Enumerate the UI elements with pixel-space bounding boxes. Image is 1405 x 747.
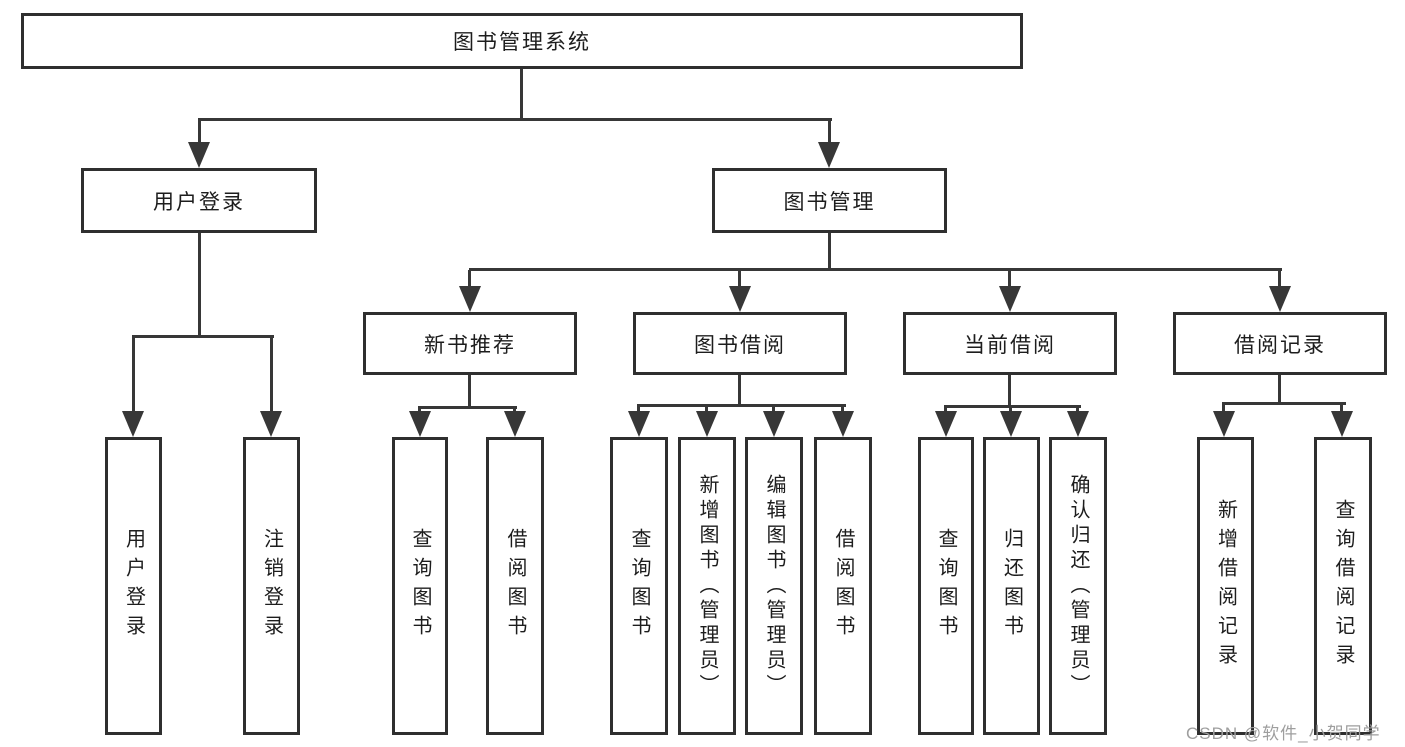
- node-user-login: 用户登录: [81, 168, 317, 233]
- arrowhead-logout-leaf: [260, 411, 282, 437]
- leaf-label: 确认归还（管理员）: [1067, 473, 1089, 699]
- edge-stub-leaf: [1222, 404, 1225, 414]
- arrowhead-leaf: [763, 411, 785, 437]
- leaf-add-borrow-record: 新增借阅记录: [1197, 437, 1254, 735]
- leaf-label: 编辑图书（管理员）: [763, 473, 785, 699]
- leaf-return-books: 归还图书: [983, 437, 1040, 735]
- node-system-root: 图书管理系统: [21, 13, 1023, 69]
- leaf-query-books-current: 查询图书: [918, 437, 974, 735]
- leaf-label: 新增借阅记录: [1214, 499, 1237, 673]
- edge-borrowrecords-hline: [1222, 402, 1346, 405]
- leaf-query-borrow-record: 查询借阅记录: [1314, 437, 1372, 735]
- node-current-borrowing: 当前借阅: [903, 312, 1117, 375]
- edge-newbooks-vline: [468, 375, 471, 409]
- arrowhead-book-borrow: [729, 286, 751, 312]
- edge-bookborrow-hline: [637, 404, 846, 407]
- arrowhead-leaf: [628, 411, 650, 437]
- edge-userlogin-vline: [198, 233, 201, 338]
- edge-stub-borrow-records: [1278, 270, 1281, 288]
- edge-stub-new-books: [468, 270, 471, 288]
- edge-stub-logout-leaf: [270, 337, 273, 415]
- leaf-label: 借阅图书: [832, 528, 854, 644]
- leaf-borrow-books-recommend: 借阅图书: [486, 437, 544, 735]
- leaf-label: 查询图书: [628, 528, 650, 644]
- edge-userlogin-hline: [132, 335, 274, 338]
- node-new-book-recommend: 新书推荐: [363, 312, 577, 375]
- edge-currentborrow-hline: [944, 405, 1081, 408]
- edge-stub-user-login: [198, 120, 201, 146]
- arrowhead-leaf: [1067, 411, 1089, 437]
- leaf-label: 查询借阅记录: [1332, 499, 1354, 673]
- node-label: 图书管理: [783, 190, 876, 214]
- arrowhead-leaf: [1331, 411, 1353, 437]
- edge-stub-book-borrow: [738, 270, 741, 288]
- node-label: 借阅记录: [1234, 333, 1326, 357]
- edge-root-vline: [520, 69, 523, 121]
- node-book-borrowing: 图书借阅: [633, 312, 847, 375]
- edge-borrowrecords-vline: [1278, 375, 1281, 405]
- edge-currentborrow-vline: [1008, 375, 1011, 407]
- node-label: 图书管理系统: [453, 31, 591, 54]
- arrowhead-leaf: [409, 411, 431, 437]
- edge-stub-leaf: [705, 406, 708, 414]
- leaf-label: 用户登录: [122, 528, 145, 644]
- arrowhead-current-borrow: [999, 286, 1021, 312]
- arrowhead-book-mgmt: [818, 142, 840, 168]
- leaf-confirm-return-admin: 确认归还（管理员）: [1049, 437, 1107, 735]
- node-label: 新书推荐: [424, 333, 516, 357]
- edge-bookborrow-vline: [738, 375, 741, 407]
- arrowhead-login-leaf: [122, 411, 144, 437]
- node-label: 用户登录: [153, 190, 245, 214]
- edge-stub-book-mgmt: [828, 120, 831, 146]
- leaf-label: 新增图书（管理员）: [696, 473, 718, 699]
- node-label: 图书借阅: [694, 333, 786, 357]
- arrowhead-leaf: [935, 411, 957, 437]
- node-book-management: 图书管理: [712, 168, 947, 233]
- edge-stub-leaf: [841, 406, 844, 414]
- leaf-query-books-recommend: 查询图书: [392, 437, 448, 735]
- leaf-label: 查询图书: [935, 528, 957, 644]
- edge-stub-leaf: [637, 406, 640, 414]
- leaf-label: 注销登录: [260, 528, 283, 644]
- edge-stub-current-borrow: [1008, 270, 1011, 288]
- edge-stub-login-leaf: [132, 337, 135, 415]
- node-label: 当前借阅: [964, 333, 1056, 357]
- edge-stub-leaf: [1340, 404, 1343, 414]
- arrowhead-leaf: [832, 411, 854, 437]
- arrowhead-new-books: [459, 286, 481, 312]
- arrowhead-user-login: [188, 142, 210, 168]
- arrowhead-leaf: [1000, 411, 1022, 437]
- edge-newbooks-hline: [418, 406, 517, 409]
- leaf-label: 借阅图书: [504, 528, 526, 644]
- leaf-add-books-admin: 新增图书（管理员）: [678, 437, 736, 735]
- csdn-watermark: CSDN @软件_小贺同学: [1186, 724, 1381, 743]
- edge-stub-leaf: [772, 406, 775, 414]
- leaf-label: 查询图书: [409, 528, 431, 644]
- leaf-borrow-books-borrowing: 借阅图书: [814, 437, 872, 735]
- edge-bookmgmt-hline: [469, 268, 1282, 271]
- node-borrowing-records: 借阅记录: [1173, 312, 1387, 375]
- edge-bookmgmt-vline: [828, 233, 831, 271]
- leaf-label: 归还图书: [1000, 528, 1023, 644]
- leaf-user-login: 用户登录: [105, 437, 162, 735]
- leaf-edit-books-admin: 编辑图书（管理员）: [745, 437, 803, 735]
- edge-root-hline: [198, 118, 832, 121]
- arrowhead-leaf: [696, 411, 718, 437]
- arrowhead-borrow-records: [1269, 286, 1291, 312]
- arrowhead-leaf: [504, 411, 526, 437]
- arrowhead-leaf: [1213, 411, 1235, 437]
- leaf-query-books-borrowing: 查询图书: [610, 437, 668, 735]
- leaf-logout: 注销登录: [243, 437, 300, 735]
